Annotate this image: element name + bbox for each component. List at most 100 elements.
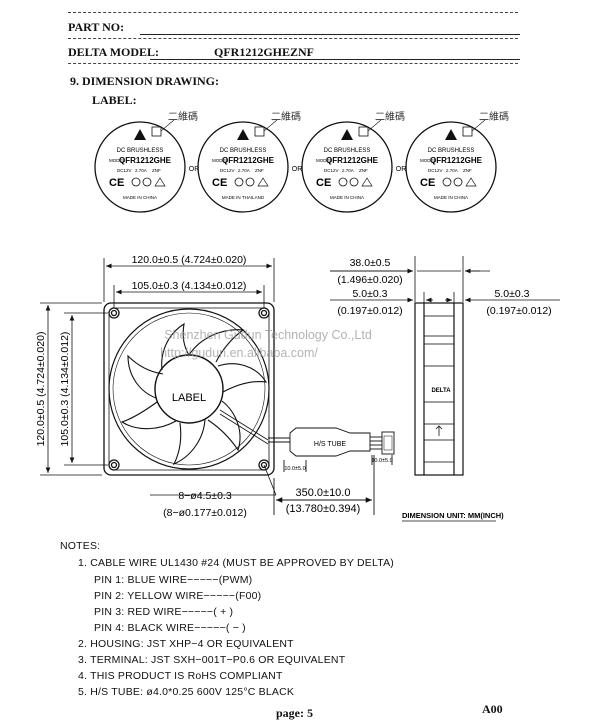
label-rating-a: 2.70A: [342, 168, 354, 173]
label-brand-line: DC BRUSHLESS: [428, 148, 475, 154]
unit-note: DIMENSION UNIT: MM(INCH): [402, 511, 504, 520]
tuv-mark-icon: [245, 177, 255, 187]
note-pin-4: PIN 4: BLACK WIRE−−−−−( − ): [94, 622, 246, 634]
qr-label: 二維碼: [168, 110, 198, 123]
cable: [268, 427, 395, 515]
label-brand-line: DC BRUSHLESS: [324, 148, 371, 154]
label-rating-v: DC12V: [220, 168, 235, 173]
depth-dim: 38.0±0.5: [350, 257, 391, 269]
hole-spacing-h-dim: 105.0±0.3 (4.134±0.012): [132, 280, 247, 292]
note-pin-2: PIN 2: YELLOW WIRE−−−−−(F00): [94, 590, 262, 602]
delta-logo-icon: [341, 129, 353, 140]
divider-2: [68, 63, 518, 64]
outer-width-dim: 120.0±0.5 (4.724±0.020): [132, 254, 247, 266]
flange-left-inch-dim: (0.197±0.012): [337, 305, 402, 317]
label-or-separator: OR: [189, 166, 200, 173]
cable-length-dim: 350.0±10.0: [296, 487, 351, 499]
ul-mark-icon: [234, 177, 244, 187]
fan-front-view: [103, 302, 275, 476]
watermark-company: Shenzhen Gudun Technology Co.,Ltd: [164, 328, 372, 342]
label-brand-line: DC BRUSHLESS: [117, 148, 164, 154]
revision: A00: [482, 702, 503, 716]
label-circle: [94, 121, 186, 213]
ul-mark-icon: [338, 177, 348, 187]
hole-dia-inch-dim: (8−ø0.177±0.012): [163, 507, 247, 519]
label-model-prefix: MODEL: [420, 158, 437, 163]
page-number: page: 5: [276, 706, 313, 720]
label-model-prefix: MODEL: [212, 158, 229, 163]
label-made-in: MADE IN CHINA: [123, 195, 157, 200]
label-made-in: MADE IN THAILAND: [222, 195, 265, 200]
note-1: 1. CABLE WIRE UL1430 #24 (MUST BE APPROV…: [78, 557, 394, 569]
label-model-code: QFR1212GHE: [430, 156, 483, 165]
note-5: 5. H/S TUBE: ø4.0*0.25 600V 125°C BLACK: [78, 686, 295, 698]
ce-mark-icon: CE: [316, 177, 331, 189]
label-rating-v: DC12V: [428, 168, 443, 173]
ul-mark-icon: [442, 177, 452, 187]
recycle-mark-icon: [257, 177, 269, 187]
label-brand-line: DC BRUSHLESS: [220, 148, 267, 154]
ce-mark-icon: CE: [420, 177, 435, 189]
delta-logo-icon: [237, 129, 249, 140]
model-label: DELTA MODEL:: [68, 45, 160, 59]
label-area-text: LABEL: [172, 392, 206, 404]
note-2: 2. HOUSING: JST XHP−4 OR EQUIVALENT: [78, 638, 294, 650]
top-divider: [68, 12, 518, 13]
label-or-separator: OR: [396, 166, 407, 173]
label-heading: LABEL:: [92, 93, 137, 107]
label-circle: [197, 121, 289, 213]
part-no-label: PART NO:: [68, 20, 125, 34]
label-model-code: QFR1212GHE: [326, 156, 379, 165]
ce-mark-icon: CE: [109, 177, 124, 189]
recycle-mark-icon: [154, 177, 166, 187]
qr-code-icon: [358, 126, 369, 137]
part-no-underline: [140, 34, 520, 35]
label-rating-a: 2.70A: [446, 168, 458, 173]
label-rating-code: ZNF: [463, 168, 472, 173]
label-circle: [405, 121, 497, 213]
qr-code-icon: [254, 126, 265, 137]
divider-1: [68, 38, 518, 39]
label-circle: [301, 121, 393, 213]
qr-code-icon: [151, 126, 162, 137]
tuv-mark-icon: [349, 177, 359, 187]
qr-code-icon: [462, 126, 473, 137]
note-3: 3. TERMINAL: JST SXH−001T−P0.6 OR EQUIVA…: [78, 654, 346, 666]
label-made-in: MADE IN CHINA: [330, 195, 364, 200]
delta-logo-icon: [134, 129, 146, 140]
recycle-mark-icon: [361, 177, 373, 187]
fan-blades: [120, 322, 268, 466]
flange-left-dim: 5.0±0.3: [353, 288, 388, 300]
cable-length-inch-dim: (13.780±0.394): [286, 503, 361, 515]
hs-tube-label: H/S TUBE: [314, 441, 346, 448]
label-rating-code: ZNF: [255, 168, 264, 173]
note-4: 4. THIS PRODUCT IS RoHS COMPLIANT: [78, 670, 283, 682]
label-rating-a: 2.70A: [135, 168, 147, 173]
outer-height-dim: 120.0±0.5 (4.724±0.020): [35, 332, 47, 447]
flange-right-inch-dim: (0.197±0.012): [486, 305, 551, 317]
depth-inch-dim: (1.496±0.020): [337, 274, 402, 286]
fan-side-view: [414, 302, 464, 476]
note-pin-1: PIN 1: BLUE WIRE−−−−−(PWM): [94, 574, 253, 586]
watermark-url: http://gudun.en.alibaba.com/: [160, 346, 318, 360]
model-value: QFR1212GHEZNF: [214, 45, 315, 59]
qr-label: 二維碼: [271, 110, 301, 123]
recycle-mark-icon: [465, 177, 477, 187]
model-underline: [150, 59, 520, 60]
tuv-mark-icon: [142, 177, 152, 187]
label-model-code: QFR1212GHE: [222, 156, 275, 165]
label-or-separator: OR: [292, 166, 303, 173]
notes-title: NOTES:: [60, 540, 101, 552]
label-rating-a: 2.70A: [238, 168, 250, 173]
label-model-code: QFR1212GHE: [119, 156, 172, 165]
delta-logo-icon: [445, 129, 457, 140]
label-made-in: MADE IN CHINA: [434, 195, 468, 200]
hole-dia-dim: 8−ø4.5±0.3: [178, 490, 232, 502]
side-brand: DELTA: [431, 388, 451, 394]
hole-spacing-v-dim: 105.0±0.3 (4.134±0.012): [59, 332, 71, 447]
tuv-mark-icon: [453, 177, 463, 187]
section-title: 9. DIMENSION DRAWING:: [70, 74, 220, 88]
label-model-prefix: MODEL: [316, 158, 333, 163]
